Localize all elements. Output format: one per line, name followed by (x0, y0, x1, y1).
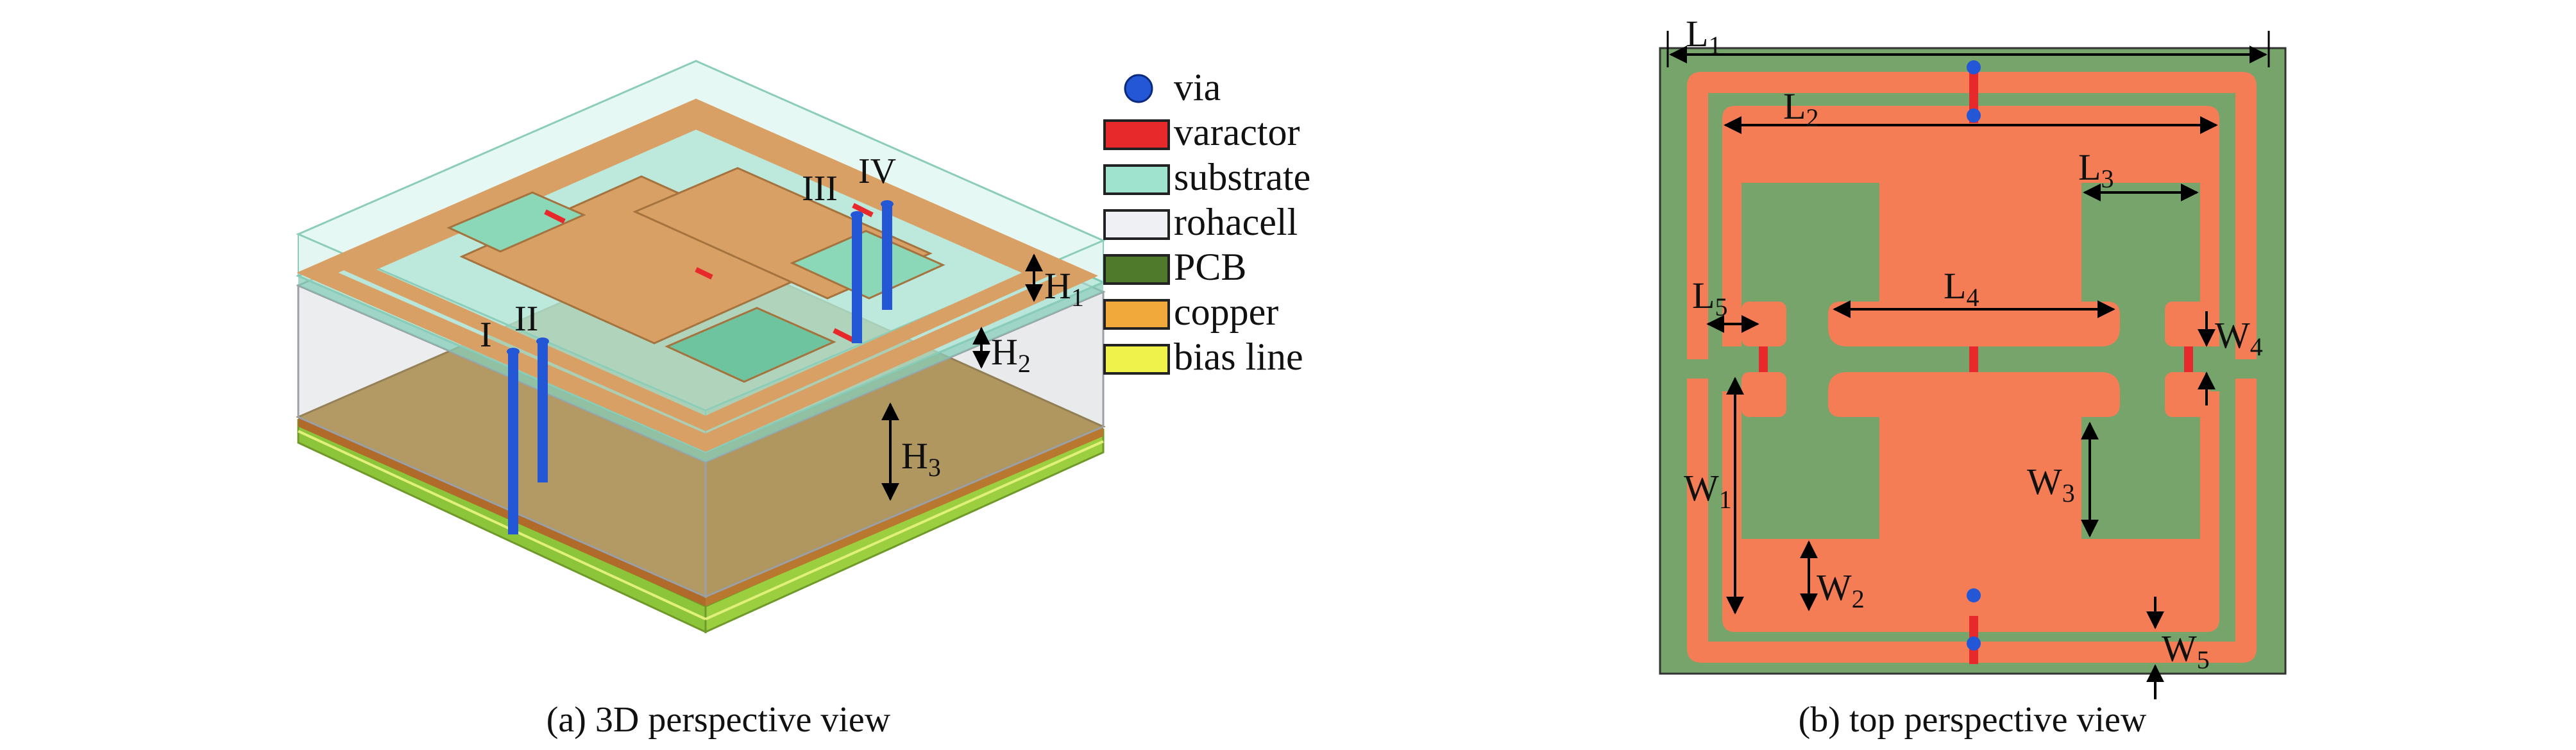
via-dot-icon (1124, 74, 1153, 103)
pcb-swatch-icon (1103, 254, 1170, 285)
copper-swatch-icon (1103, 299, 1170, 330)
svg-text:rohacell: rohacell (1174, 201, 1298, 243)
legend-item-substrate: substrate (1103, 156, 1310, 198)
bias-line-swatch-icon (1103, 344, 1170, 375)
svg-text:copper: copper (1174, 291, 1278, 333)
svg-text:L3: L3 (2078, 146, 2114, 193)
dimension-l5: L5 (1692, 275, 1759, 333)
legend-item-varactor: varactor (1103, 111, 1300, 153)
dimension-w3: W3 (2027, 422, 2099, 538)
dimension-h3: H3 (881, 402, 941, 501)
legend-item-bias-line: bias line (1103, 336, 1303, 378)
dimension-h1: H1 (1025, 253, 1084, 312)
svg-text:L5: L5 (1692, 275, 1727, 321)
rohacell-swatch-icon (1103, 209, 1170, 240)
legend-item-pcb: PCB (1103, 246, 1246, 288)
svg-text:W2: W2 (1817, 567, 1865, 613)
svg-text:L2: L2 (1783, 85, 1818, 132)
svg-text:substrate: substrate (1174, 156, 1310, 198)
dimension-l3: L3 (2078, 146, 2199, 201)
svg-text:varactor: varactor (1174, 111, 1300, 153)
legend-item-copper: copper (1103, 291, 1278, 333)
caption-a: (a) 3D perspective view (547, 700, 891, 740)
caption-b: (b) top perspective view (1799, 700, 2147, 740)
panel-b-top-view: L1 L2 L3 L4 L5 W1 W2 (1659, 13, 2287, 740)
substrate-swatch-icon (1103, 164, 1170, 195)
dimension-l4: L4 (1833, 265, 2115, 318)
svg-text:H3: H3 (901, 435, 941, 482)
svg-text:W3: W3 (2027, 461, 2075, 507)
dimension-l1: L1 (1666, 13, 2270, 67)
port-label-ii: II (514, 299, 538, 339)
port-label-i: I (480, 315, 492, 355)
svg-text:H1: H1 (1044, 265, 1084, 312)
legend-item-via: via (1124, 66, 1221, 108)
dimension-l2: L2 (1724, 85, 2218, 134)
vias-3d (507, 200, 894, 534)
svg-text:PCB: PCB (1174, 246, 1246, 288)
legend-item-rohacell: rohacell (1103, 201, 1298, 243)
svg-text:L1: L1 (1686, 13, 1721, 60)
dimension-w1: W1 (1684, 377, 1744, 615)
dimension-w2: W2 (1800, 540, 1865, 613)
svg-text:L4: L4 (1944, 265, 1979, 312)
port-label-iii: III (802, 169, 838, 209)
panel-a-3d-view: I II III IV H1 H2 H3 (a) 3D perspective … (296, 60, 1106, 740)
svg-text:H2: H2 (991, 331, 1031, 378)
port-label-iv: IV (858, 151, 896, 191)
dimension-w4: W4 (2198, 311, 2263, 405)
svg-text:bias line: bias line (1174, 336, 1303, 378)
svg-text:via: via (1174, 66, 1221, 108)
svg-text:W4: W4 (2215, 314, 2263, 361)
legend: via varactor substrate rohacell PCB copp… (1103, 66, 1310, 378)
svg-text:W5: W5 (2162, 627, 2210, 674)
svg-text:W1: W1 (1684, 467, 1732, 514)
dimension-h2: H2 (972, 327, 1031, 378)
dimension-w5: W5 (2146, 597, 2210, 699)
varactor-swatch-icon (1103, 119, 1170, 150)
